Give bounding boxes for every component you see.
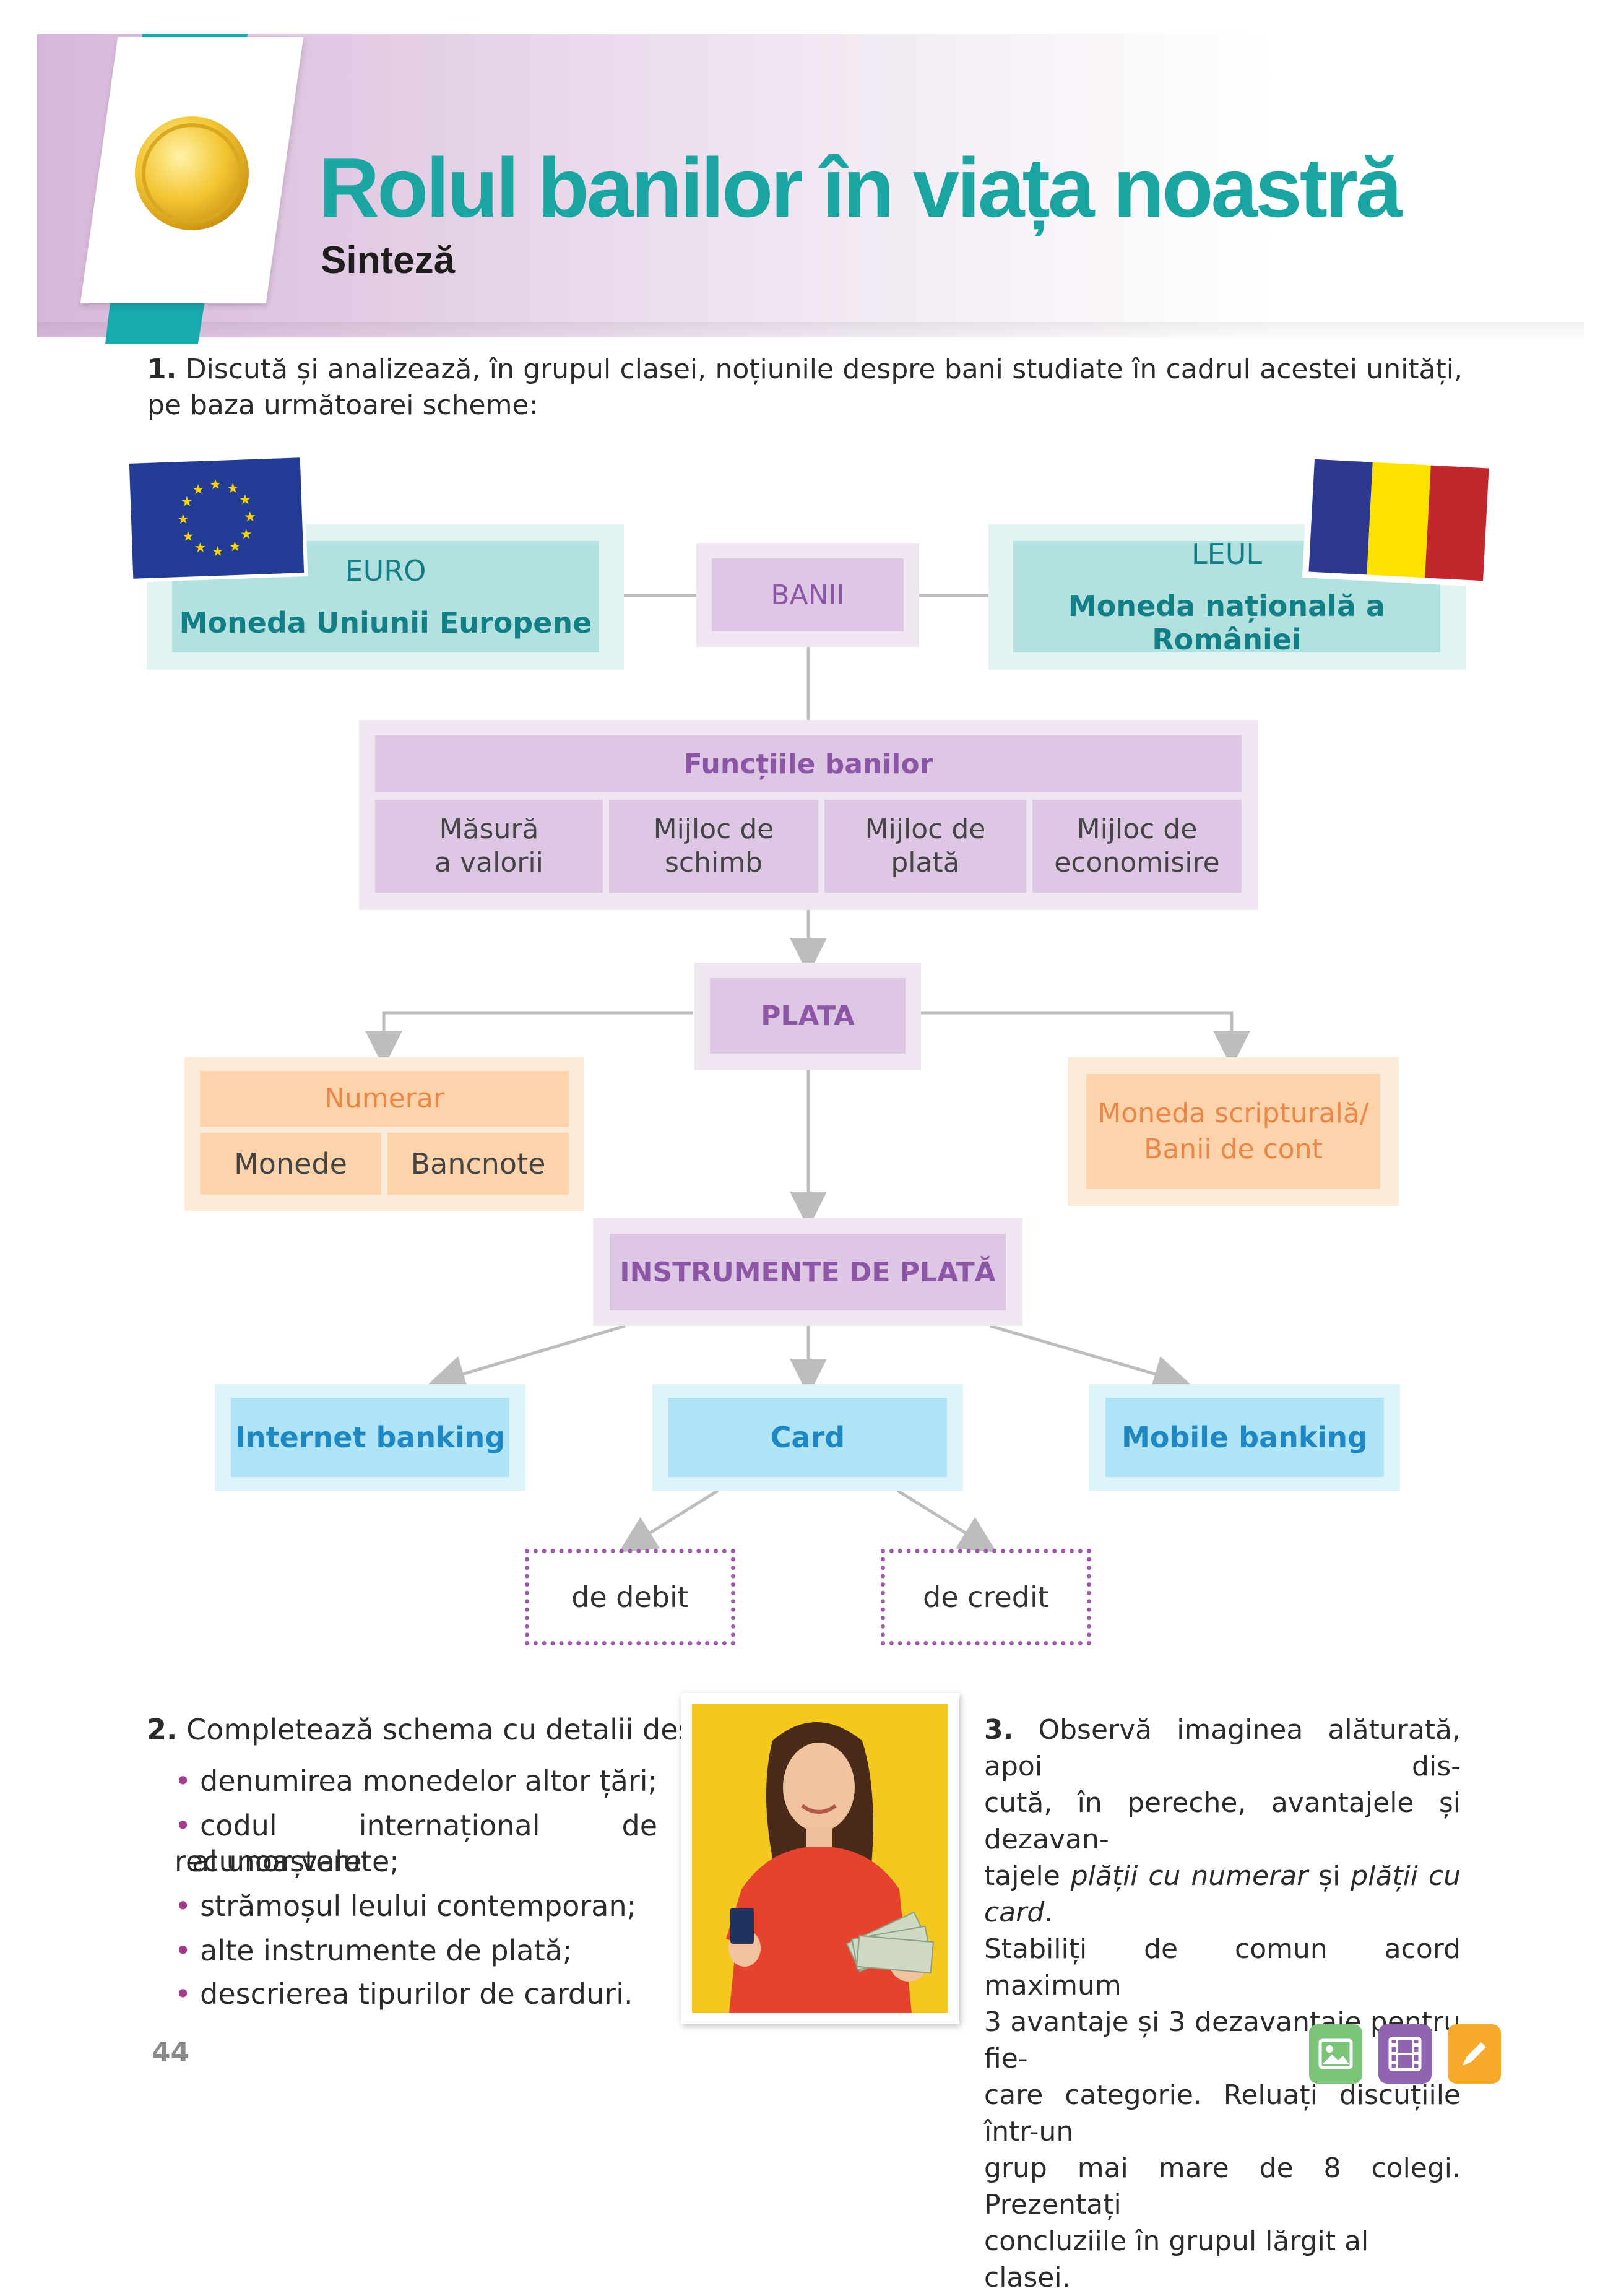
task2-item-3: •strămoșul leului contemporan; (175, 1889, 637, 1923)
task1-number: 1. (147, 353, 177, 385)
plata-box: PLATA (710, 978, 906, 1054)
numerar-title: Numerar (200, 1071, 569, 1127)
svg-text:★: ★ (244, 509, 257, 526)
pencil-icon (1463, 2042, 1486, 2066)
film-icon (1388, 2037, 1422, 2071)
task3-number: 3. (984, 1714, 1014, 1746)
credit-box: de credit (881, 1549, 1091, 1645)
internet-banking-box: Internet banking (231, 1398, 509, 1477)
svg-text:★: ★ (227, 481, 240, 497)
functii-title-box: Funcțiile banilor (375, 735, 1242, 792)
eu-flag-icon: ★ ★ ★ ★ ★ ★ ★ ★ ★ ★ ★ ★ (125, 454, 308, 583)
page-number: 44 (152, 2037, 190, 2068)
task2-intro: 2. Completează schema cu detalii despre: (147, 1712, 749, 1748)
euro-box: EURO Moneda Uniunii Europene (172, 541, 599, 652)
card-box: Card (668, 1398, 947, 1477)
task2-number: 2. (147, 1713, 178, 1746)
image-button[interactable] (1309, 2024, 1362, 2084)
debit-box: de debit (525, 1549, 735, 1645)
task2-item-1: •denumirea monedelor altor țări; (175, 1764, 658, 1798)
svg-text:★: ★ (182, 529, 195, 545)
image-icon (1318, 2038, 1353, 2069)
moneda-scripturala-box: Moneda scripturală/Banii de cont (1086, 1074, 1380, 1189)
task3-text: 3. Observă imaginea alăturată, apoi dis-… (984, 1714, 1461, 2294)
svg-text:★: ★ (194, 540, 207, 557)
mobile-banking-box: Mobile banking (1105, 1398, 1384, 1477)
svg-text:★: ★ (192, 482, 205, 498)
numerar-bancnote: Bancnote (387, 1133, 569, 1195)
numerar-monede: Monede (200, 1133, 381, 1195)
euro-title: EURO (345, 554, 426, 587)
leul-subtitle: Moneda națională a României (1068, 589, 1386, 656)
banii-box: BANII (712, 558, 904, 631)
girl-with-card-and-cash-image (692, 1704, 948, 2013)
task1-body: Discută și analizează, în grupul clasei,… (147, 353, 1463, 421)
page-subtitle: Sinteză (321, 239, 456, 282)
pencil-button[interactable] (1448, 2024, 1501, 2084)
svg-text:★: ★ (240, 527, 253, 543)
task1-text: 1. Discută și analizează, în grupul clas… (147, 352, 1463, 423)
task2-item-4: •alte instrumente de plată; (175, 1934, 573, 1967)
euro-subtitle: Moneda Uniunii Europene (179, 606, 592, 639)
task2-item-2b: al unor valute; (192, 1845, 399, 1878)
task2-intro-text: Completează schema cu detalii despre: (186, 1713, 750, 1746)
svg-text:★: ★ (209, 477, 222, 493)
header-shadow (37, 322, 1584, 340)
svg-text:★: ★ (239, 492, 252, 508)
svg-text:★: ★ (228, 539, 241, 555)
film-button[interactable] (1378, 2024, 1432, 2084)
romania-flag-icon (1302, 453, 1496, 587)
task2-item-2: •codul internațional de recunoaștere (175, 1809, 657, 1878)
svg-text:★: ★ (181, 494, 194, 510)
svg-text:★: ★ (177, 512, 190, 528)
scheme-connectors (365, 594, 1250, 1553)
svg-text:★: ★ (212, 544, 225, 560)
coin-icon (135, 116, 249, 230)
leul-title: LEUL (1191, 537, 1262, 571)
task2-item-5: •descrierea tipurilor de carduri. (175, 1977, 633, 2011)
instrumente-box: INSTRUMENTE DE PLATĂ (610, 1234, 1006, 1310)
page-title: Rolul banilor în viața noastră (319, 141, 1403, 235)
